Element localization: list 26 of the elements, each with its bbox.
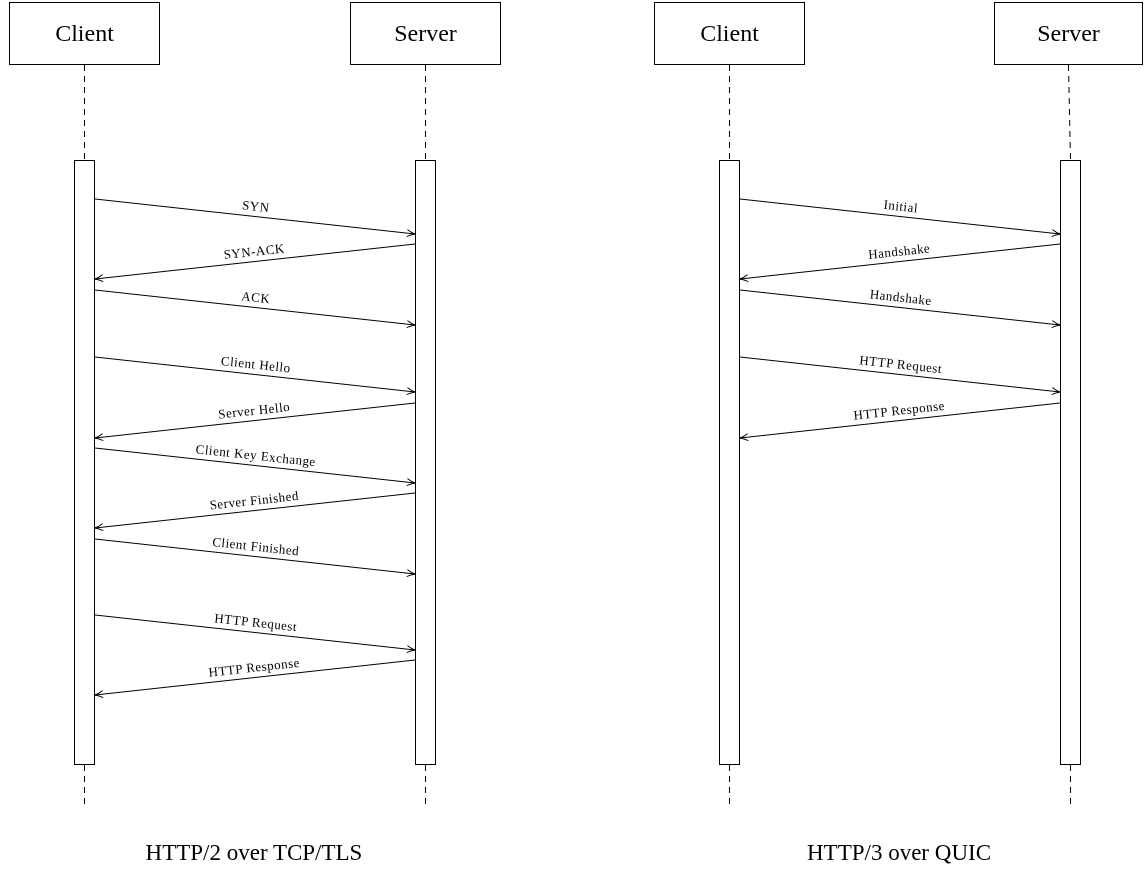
activation-bar [1060, 160, 1081, 765]
activation-bar [74, 160, 95, 765]
diagram-caption: HTTP/3 over QUIC [807, 840, 991, 866]
lifeline [425, 764, 426, 806]
message-label: HTTP Request [856, 352, 945, 377]
lifeline [729, 764, 730, 806]
participant-box [9, 2, 160, 65]
lifeline [729, 64, 730, 161]
activation-bar [719, 160, 740, 765]
lifeline [84, 64, 85, 161]
message-label: Server Hello [215, 399, 293, 422]
activation-bar [415, 160, 436, 765]
lifeline [84, 764, 85, 806]
lifeline [1068, 64, 1071, 161]
participant-name: Server [1037, 20, 1100, 47]
participant-name: Server [394, 20, 457, 47]
participant-box [994, 2, 1143, 65]
participant-name: Client [55, 20, 114, 47]
participant-box [654, 2, 805, 65]
diagram-caption: HTTP/2 over TCP/TLS [145, 840, 363, 866]
message-label: Server Finished [207, 488, 302, 513]
lifeline [1070, 764, 1071, 806]
lifeline [425, 64, 426, 161]
participant-name: Client [700, 20, 759, 47]
participant-box [350, 2, 501, 65]
message-label: HTTP Request [211, 610, 300, 635]
